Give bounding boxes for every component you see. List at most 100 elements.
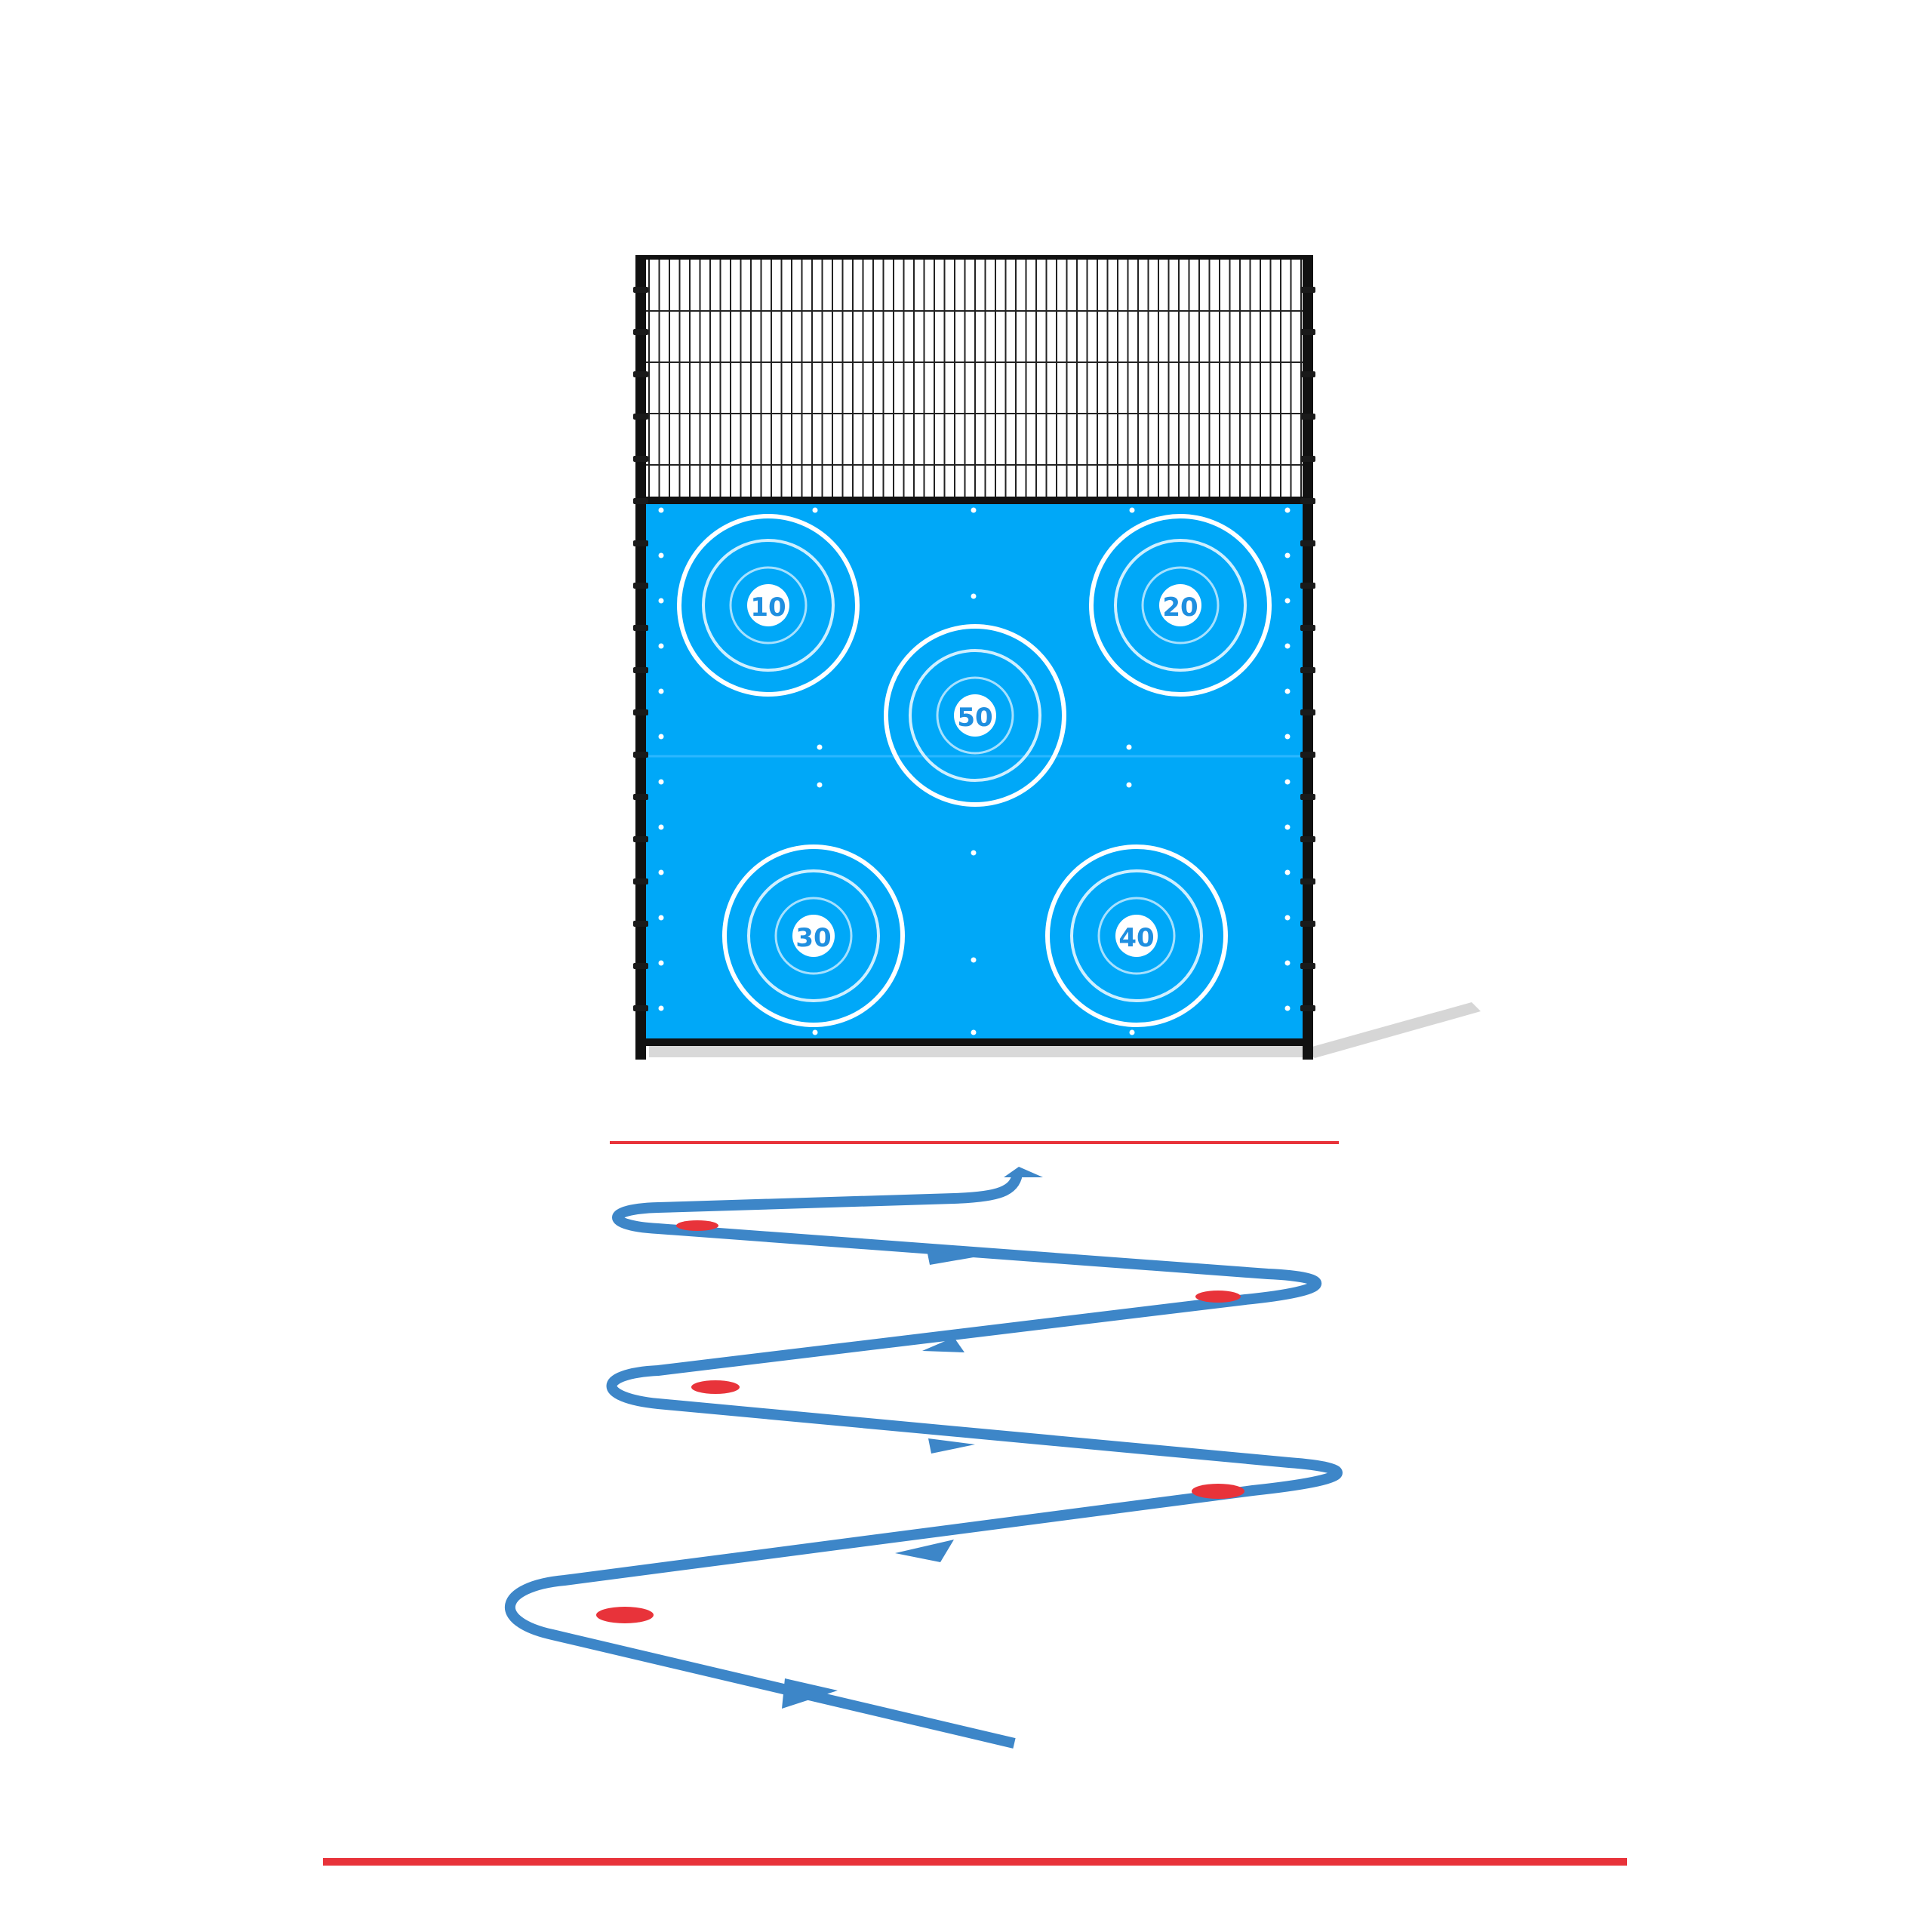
- rivet: [1284, 688, 1291, 694]
- post-clamp: [1300, 625, 1315, 631]
- cone-marker: [691, 1380, 740, 1394]
- post-clamp: [633, 709, 648, 715]
- panel-rivets: [658, 507, 1291, 1035]
- target-30-score: 30: [795, 923, 831, 953]
- cone-marker: [1195, 1291, 1241, 1303]
- path-end-arrowhead: [1004, 1167, 1043, 1177]
- post-clamp: [633, 583, 648, 589]
- rivet: [658, 507, 664, 513]
- rear-floor-line: [323, 1858, 1627, 1866]
- rivet: [1284, 824, 1291, 830]
- post-clamp: [1300, 963, 1315, 969]
- post-clamp: [1300, 921, 1315, 927]
- target-panel: [645, 501, 1304, 1044]
- post-clamp: [1300, 794, 1315, 800]
- rivet: [1284, 869, 1291, 875]
- direction-arrow: [928, 1438, 975, 1454]
- target-50-bullseye: [954, 694, 996, 737]
- post-clamp: [633, 498, 648, 504]
- rivet: [1284, 1005, 1291, 1011]
- rivet: [817, 782, 823, 788]
- post-clamp: [633, 329, 648, 335]
- post-clamp: [633, 963, 648, 969]
- target-30[interactable]: 30: [722, 844, 905, 1027]
- rivet: [658, 779, 664, 785]
- rivet: [1129, 507, 1135, 513]
- post-clamp: [633, 794, 648, 800]
- cone-marker: [676, 1220, 718, 1231]
- rivet: [658, 688, 664, 694]
- cone-markers: [596, 1220, 1244, 1623]
- post-clamp: [1300, 878, 1315, 884]
- rivet: [658, 960, 664, 966]
- direction-arrow: [895, 1540, 954, 1562]
- rivet: [1126, 744, 1132, 750]
- wall-shadow: [1304, 1002, 1481, 1058]
- post-clamp: [1300, 667, 1315, 673]
- frame-middle-rail: [635, 497, 1313, 504]
- post-clamp: [1300, 456, 1315, 462]
- target-20-bullseye: [1159, 584, 1201, 626]
- frame-bottom-rail: [635, 1038, 1313, 1046]
- rivet: [1284, 779, 1291, 785]
- agility-path: [504, 1173, 1343, 1749]
- front-floor-line: [610, 1141, 1339, 1144]
- post-clamp: [1300, 709, 1315, 715]
- rivet: [658, 552, 664, 558]
- rivet: [658, 643, 664, 649]
- target-20[interactable]: 20: [1089, 514, 1272, 697]
- post-clamp: [1300, 1005, 1315, 1011]
- post-clamp: [633, 371, 648, 377]
- rivet: [1284, 915, 1291, 921]
- post-clamp: [1300, 498, 1315, 504]
- target-50-score: 50: [957, 703, 992, 733]
- mesh-fence: [640, 257, 1309, 498]
- target-10-score: 10: [750, 592, 786, 623]
- post-clamp: [633, 1005, 648, 1011]
- rivet: [1284, 643, 1291, 649]
- post-clamp: [1300, 583, 1315, 589]
- target-20-score: 20: [1162, 592, 1198, 623]
- post-clamp: [1300, 752, 1315, 758]
- post-clamp: [633, 836, 648, 842]
- rivet: [971, 1029, 977, 1035]
- post-clamp: [633, 414, 648, 420]
- rivet: [971, 507, 977, 513]
- post-clamp: [633, 752, 648, 758]
- rivet: [971, 593, 977, 599]
- target-50[interactable]: 50: [884, 624, 1066, 807]
- post-clamp: [1300, 836, 1315, 842]
- target-40[interactable]: 40: [1045, 844, 1228, 1027]
- direction-arrow: [927, 1250, 974, 1265]
- direction-arrow: [922, 1337, 964, 1352]
- rivet: [1284, 507, 1291, 513]
- post-clamp: [1300, 287, 1315, 293]
- rivet: [1284, 734, 1291, 740]
- rivet: [1284, 598, 1291, 604]
- rivet: [1126, 782, 1132, 788]
- post-clamp: [633, 921, 648, 927]
- rivet: [812, 1029, 818, 1035]
- target-40-score: 40: [1118, 923, 1154, 953]
- rivet: [1129, 1029, 1135, 1035]
- rivet: [658, 915, 664, 921]
- rivet: [1284, 960, 1291, 966]
- post-clamp: [1300, 540, 1315, 546]
- post-clamp: [633, 878, 648, 884]
- post-clamp: [1300, 329, 1315, 335]
- wall-base-shadow: [649, 1045, 1304, 1057]
- post-clamp: [1300, 371, 1315, 377]
- post-clamp: [633, 540, 648, 546]
- cone-marker: [1192, 1484, 1244, 1499]
- post-clamps: [633, 287, 1315, 1011]
- rivet: [812, 507, 818, 513]
- post-clamp: [1300, 414, 1315, 420]
- target-10[interactable]: 10: [677, 514, 860, 697]
- frame-top-rail: [635, 255, 1313, 260]
- post-clamp: [633, 625, 648, 631]
- rivet: [658, 824, 664, 830]
- cone-marker: [596, 1607, 654, 1623]
- rivet: [817, 744, 823, 750]
- rivet: [971, 957, 977, 963]
